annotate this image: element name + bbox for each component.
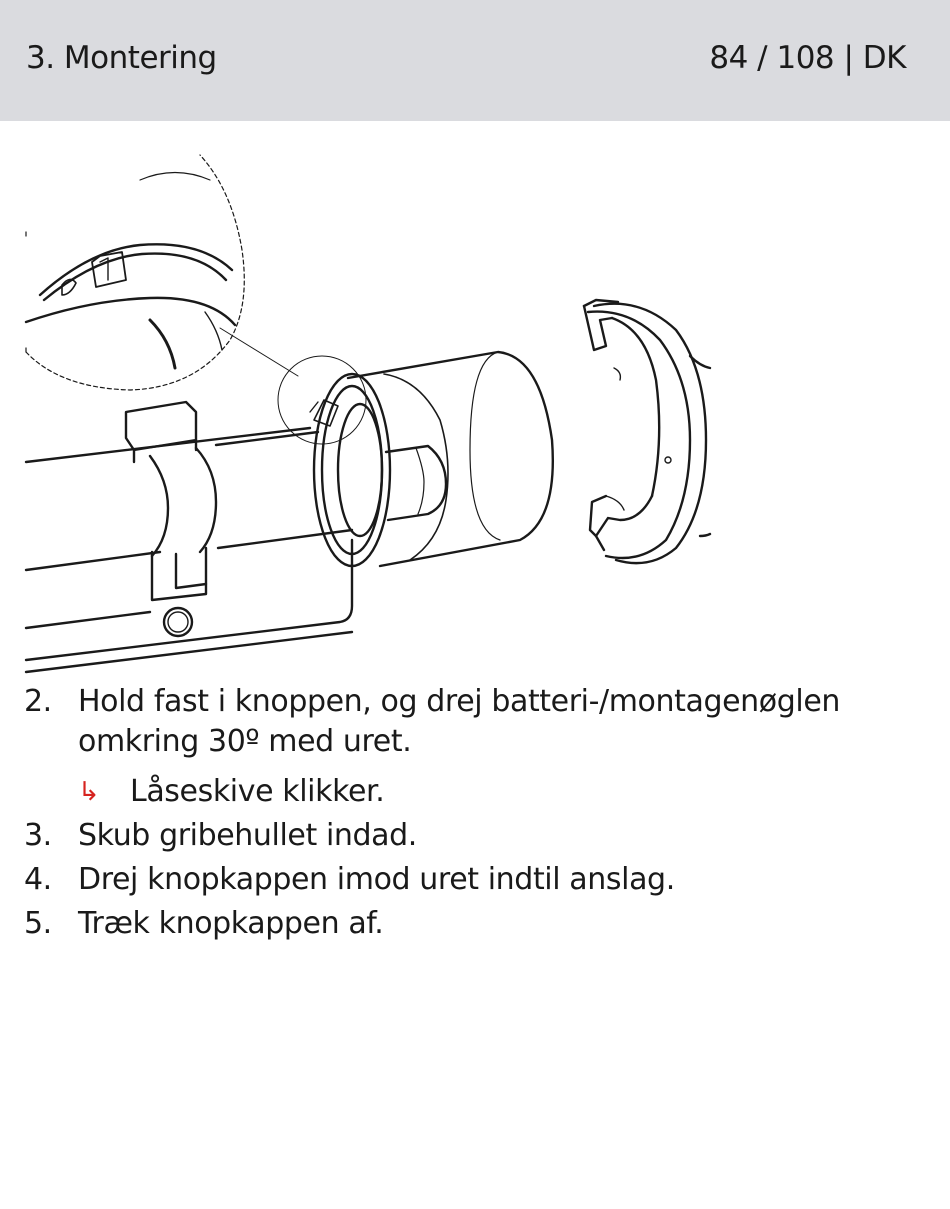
section-title: 3. Montering: [26, 40, 217, 76]
mounting-key: [582, 298, 712, 565]
step-number: 5.: [24, 906, 52, 941]
step-number: 2.: [24, 684, 52, 719]
result-arrow-icon: ↳: [78, 777, 100, 807]
step-text: Drej knopkappen imod uret indtil anslag.: [78, 862, 675, 897]
lock-cylinder: [24, 400, 354, 674]
lock-cylinder-illustration: [24, 154, 712, 674]
detail-circle: [277, 355, 367, 445]
detail-magnifier: [24, 154, 299, 391]
step-number: 3.: [24, 818, 52, 853]
step-number: 4.: [24, 862, 52, 897]
page-number: 84 / 108 | DK: [709, 40, 906, 76]
step-text-line: omkring 30º med uret.: [78, 724, 412, 759]
result-text: Låseskive klikker.: [130, 774, 385, 809]
page-header: 3. Montering 84 / 108 | DK: [0, 0, 950, 121]
step-text: Skub gribehullet indad.: [78, 818, 417, 853]
step-text: Træk knopkappen af.: [78, 906, 384, 941]
step-text-line: Hold fast i knoppen, og drej batteri-/mo…: [78, 684, 840, 719]
step-text: Hold fast i knoppen, og drej batteri-/mo…: [78, 682, 918, 762]
knob-assembly: [309, 350, 554, 568]
